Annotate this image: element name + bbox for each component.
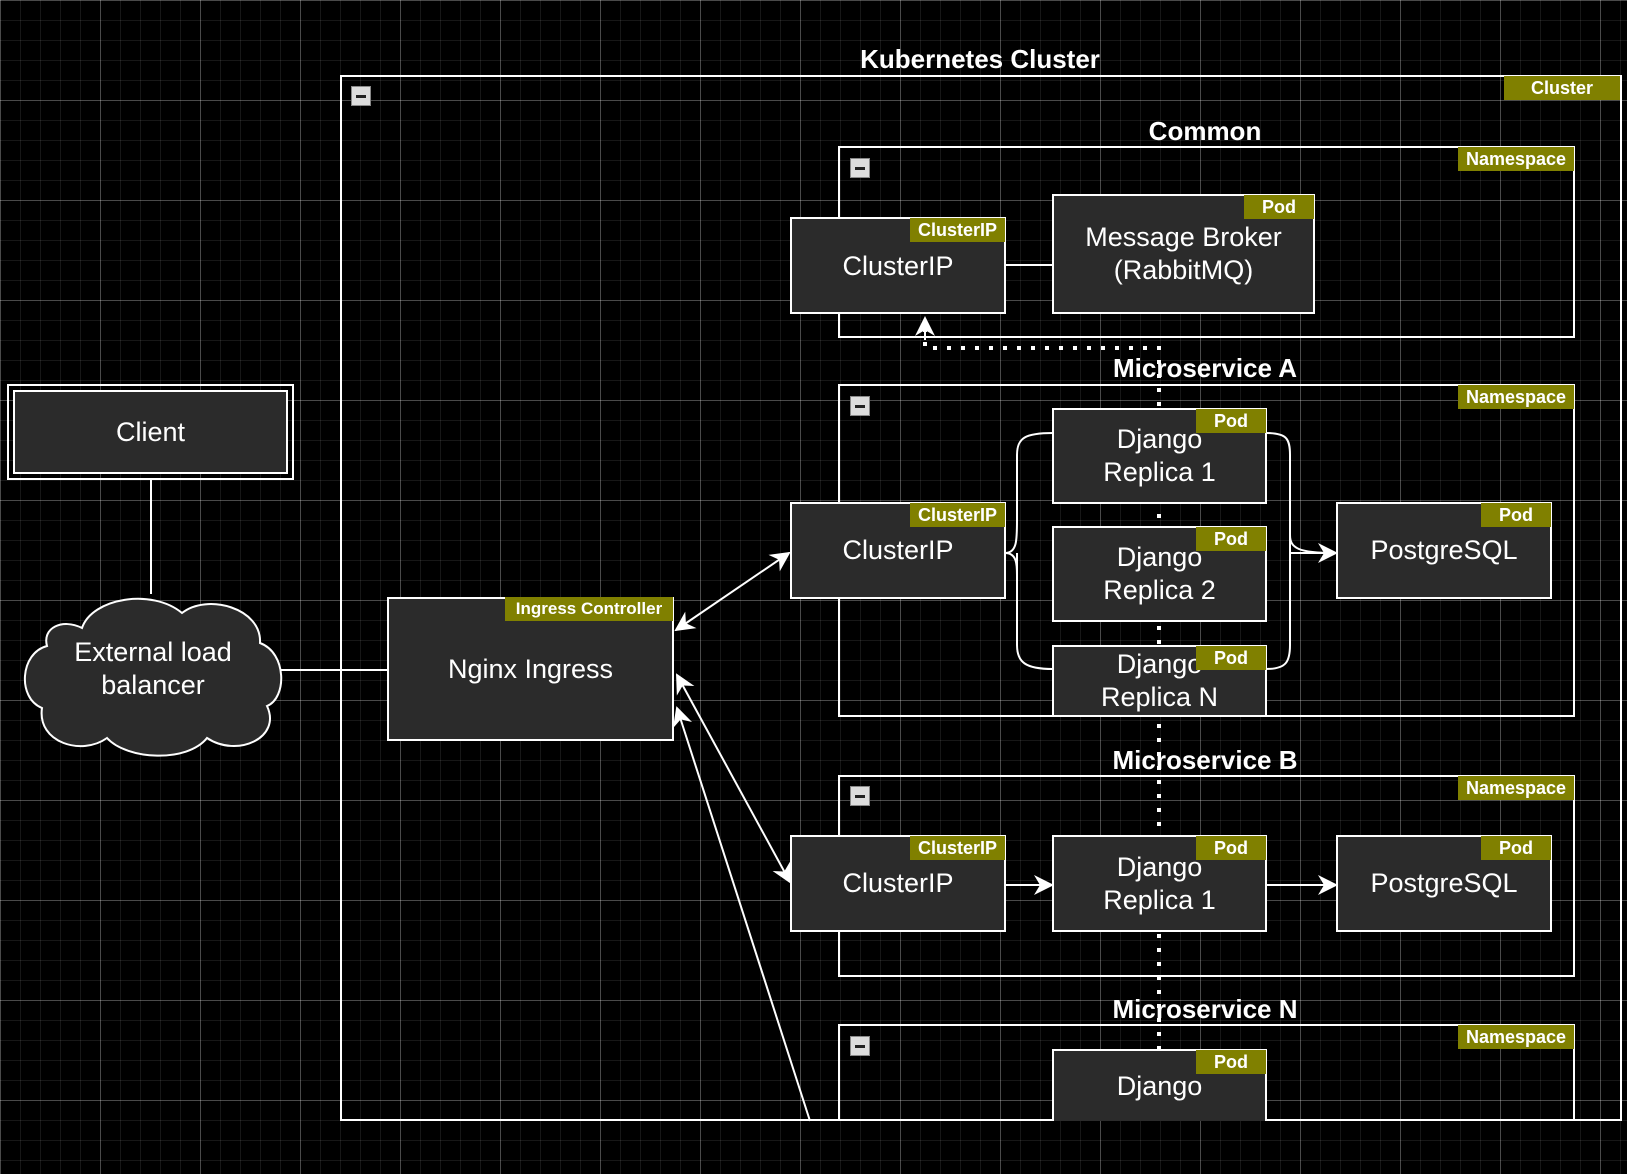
common-clusterip-label: ClusterIP (842, 251, 954, 281)
msa-clusterip-label: ClusterIP (842, 535, 954, 565)
nginx-ingress-node[interactable]: Nginx Ingress (387, 597, 674, 741)
msn-django-tag: Pod (1196, 1050, 1266, 1074)
message-broker-label: Message Broker (RabbitMQ) (1085, 222, 1282, 285)
ns-msn-collapse-icon[interactable] (850, 1036, 870, 1056)
msb-clusterip-label: ClusterIP (842, 868, 954, 898)
cluster-title: Kubernetes Cluster (860, 44, 1100, 74)
common-clusterip-tag: ClusterIP (910, 218, 1005, 242)
msb-replica1-label: Django Replica 1 (1103, 851, 1216, 915)
msa-replica1-label: Django Replica 1 (1103, 424, 1216, 487)
ingress-controller-tag: Ingress Controller (505, 597, 673, 621)
client-node[interactable]: Client (7, 384, 294, 480)
msb-postgres-label: PostgreSQL (1370, 868, 1518, 898)
msa-replica2-node[interactable]: Django Replica 2 (1052, 526, 1267, 622)
ns-msb-collapse-icon[interactable] (850, 786, 870, 806)
load-balancer-label: External load balancer (74, 637, 232, 700)
ns-common-title: Common (1148, 116, 1262, 146)
ns-msn-frame (838, 1024, 1575, 1121)
msb-replica1-node[interactable]: Django Replica 1 (1052, 835, 1267, 932)
nginx-ingress-label: Nginx Ingress (447, 653, 614, 684)
msa-replica2-tag: Pod (1196, 527, 1266, 551)
msa-postgres-label: PostgreSQL (1370, 535, 1518, 565)
msb-postgres-tag: Pod (1481, 836, 1551, 860)
ingress-msb-link (676, 673, 791, 884)
msa-fanin-right (1265, 432, 1336, 670)
cloud-icon[interactable] (22, 588, 284, 758)
ingress-msa-link (674, 551, 791, 632)
ns-msb-title: Microservice B (1112, 745, 1298, 775)
msa-postgres-tag: Pod (1481, 503, 1551, 527)
msa-replica1-tag: Pod (1196, 409, 1266, 433)
cluster-collapse-icon[interactable] (351, 86, 371, 106)
msa-replicaN-label: Django Replica N (1100, 649, 1219, 712)
msa-clusterip-tag: ClusterIP (910, 503, 1005, 527)
message-broker-tag: Pod (1244, 195, 1314, 219)
msa-replicaN-node[interactable]: Django Replica N (1052, 645, 1267, 717)
ns-msa-collapse-icon[interactable] (850, 396, 870, 416)
cluster-tag: Cluster (1504, 76, 1620, 100)
msa-fanout-left (1004, 432, 1054, 670)
msa-replica2-label: Django Replica 2 (1103, 542, 1216, 605)
ns-msn-title: Microservice N (1112, 994, 1298, 1024)
msb-replica1-tag: Pod (1196, 836, 1266, 860)
ns-common-tag: Namespace (1458, 147, 1574, 171)
msa-replicaN-tag: Pod (1196, 646, 1266, 670)
ns-msa-title: Microservice A (1112, 353, 1298, 383)
ns-common-collapse-icon[interactable] (850, 158, 870, 178)
msb-clusterip-tag: ClusterIP (910, 836, 1005, 860)
ingress-msn-link (672, 706, 811, 1122)
client-label: Client (13, 390, 288, 474)
ns-msn-tag: Namespace (1458, 1025, 1574, 1049)
ns-msb-tag: Namespace (1458, 776, 1574, 800)
cluster-frame (340, 75, 1622, 1121)
msn-django-label: Django (1116, 1070, 1203, 1101)
ns-msa-tag: Namespace (1458, 385, 1574, 409)
